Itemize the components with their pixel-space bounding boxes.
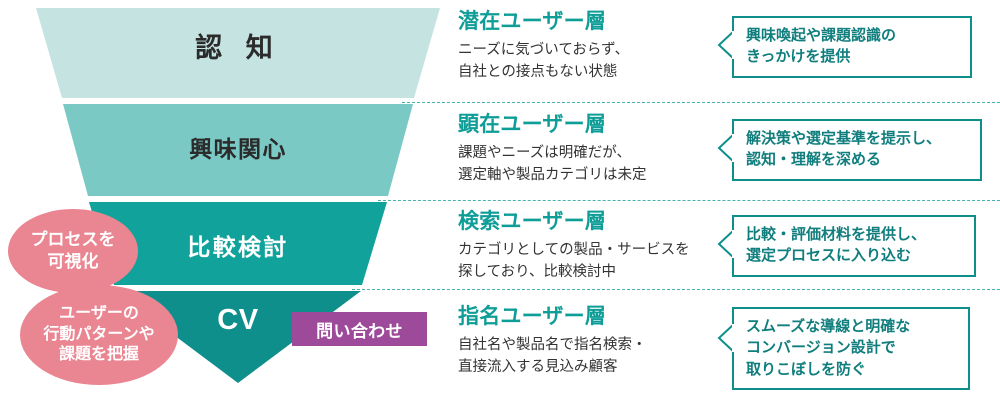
funnel-segment-consideration (89, 202, 387, 285)
funnel-segment-awareness (36, 8, 440, 98)
stage-body-line: ニーズに気づいておらず、 (458, 41, 630, 58)
funnel-label-cv: CV (217, 304, 259, 336)
stage-body-2: 課題やニーズは明確だが、 選定軸や製品カテゴリは未定 (458, 142, 647, 186)
stage-title-3: 検索ユーザー層 (458, 210, 607, 233)
row-separator-1 (402, 102, 1000, 103)
callout-2: 解決策や選定基準を提示し、 認知・理解を深める (717, 119, 982, 181)
row-separator-2 (378, 200, 1000, 201)
stage-description-2: 顕在ユーザー層 課題やニーズは明確だが、 選定軸や製品カテゴリは未定 (458, 113, 647, 186)
stage-body-3: カテゴリとしての製品・サービスを 探しており、比較検討中 (458, 239, 690, 283)
badge-process-visualization: プロセスを 可視化 (8, 209, 138, 293)
stage-body-line: 選定軸や製品カテゴリは未定 (458, 166, 647, 183)
callout-line: スムーズな導線と明確な (746, 318, 911, 335)
row-separator-3 (352, 289, 1000, 290)
funnel-diagram (36, 8, 440, 383)
callout-notch-icon (717, 224, 736, 259)
badge-user-behavior: ユーザーの 行動パターンや 課題を把握 (20, 285, 178, 385)
callout-line: 認知・理解を深める (746, 151, 882, 169)
stage-body-4: 自社名や製品名で指名検索・ 直接流入する見込み顧客 (458, 334, 647, 378)
tag-inquiry: 問い合わせ (292, 312, 427, 346)
callout-line: 取りこぼしを防ぐ (746, 360, 867, 378)
callout-line: コンバージョン設計で (746, 339, 896, 357)
stage-body-line: 自社との接点もない状態 (458, 63, 618, 80)
callout-3: 比較・評価材料を提供し、 選定プロセスに入り込む (717, 215, 976, 277)
callout-notch-icon (717, 316, 736, 353)
stage-description-3: 検索ユーザー層 カテゴリとしての製品・サービスを 探しており、比較検討中 (458, 210, 690, 283)
callout-line: きっかけを提供 (746, 48, 851, 66)
callout-notch-icon (717, 25, 736, 60)
callout-line: 解決策や選定基準を提示し、 (746, 130, 942, 147)
stage-body-1: ニーズに気づいておらず、 自社との接点もない状態 (458, 39, 629, 83)
stage-body-line: 探しており、比較検討中 (458, 263, 617, 280)
callout-4: スムーズな導線と明確な コンバージョン設計で 取りこぼしを防ぐ (717, 307, 970, 390)
stage-title-1: 潜在ユーザー層 (458, 10, 607, 33)
funnel-label-interest: 興味関心 (189, 136, 287, 162)
funnel-label-consideration: 比較検討 (187, 234, 289, 260)
callout-notch-icon (717, 128, 736, 163)
stage-title-4: 指名ユーザー層 (458, 305, 607, 328)
stage-body-line: カテゴリとしての製品・サービスを (458, 241, 690, 258)
funnel-segment-interest (63, 104, 413, 196)
callout-line: 興味喚起や課題認識の (746, 27, 897, 44)
stage-description-1: 潜在ユーザー層 ニーズに気づいておらず、 自社との接点もない状態 (458, 10, 629, 83)
callout-1: 興味喚起や課題認識の きっかけを提供 (717, 16, 972, 78)
callout-line: 選定プロセスに入り込む (746, 247, 912, 265)
callout-line: 比較・評価材料を提供し、 (746, 226, 927, 243)
stage-body-line: 自社名や製品名で指名検索・ (458, 336, 647, 353)
funnel-label-awareness: 認 知 (195, 33, 281, 63)
stage-body-line: 直接流入する見込み顧客 (458, 358, 618, 375)
stage-title-2: 顕在ユーザー層 (458, 113, 607, 136)
stage-description-4: 指名ユーザー層 自社名や製品名で指名検索・ 直接流入する見込み顧客 (458, 305, 647, 378)
stage-body-line: 課題やニーズは明確だが、 (458, 144, 631, 161)
